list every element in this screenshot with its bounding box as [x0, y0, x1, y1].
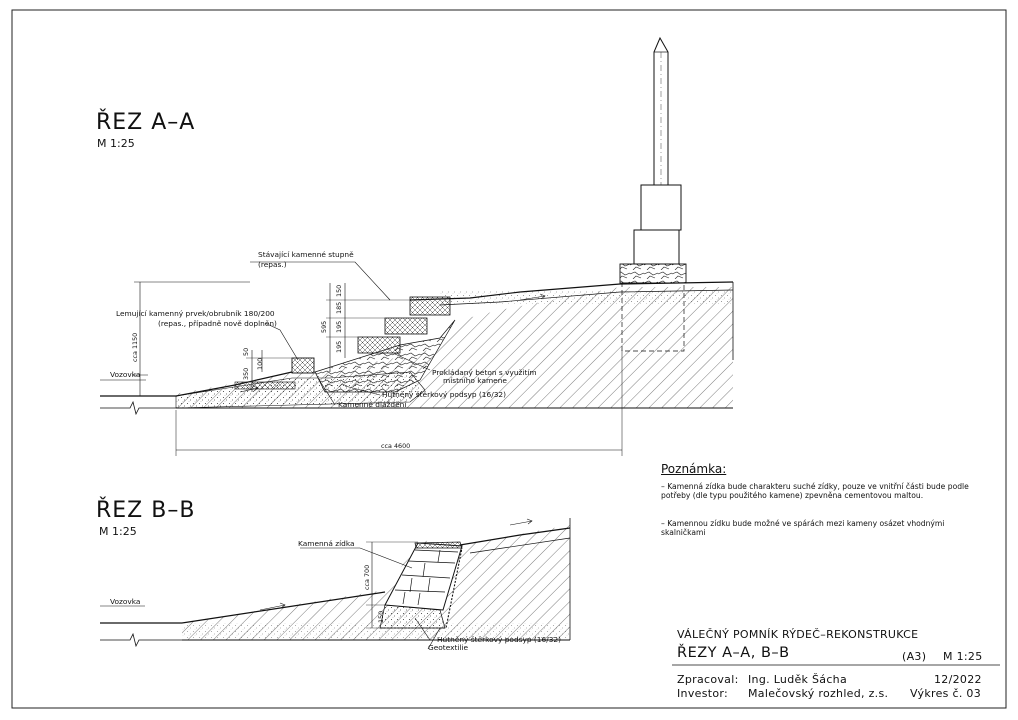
dim-height-total: cca 1150 — [131, 332, 139, 362]
label-geotextile: Geotextilie — [428, 643, 469, 652]
label-stone-wall: Kamenná zídka — [298, 539, 355, 548]
note-item-2: – Kamennou zídku bude možné ve spárách m… — [661, 519, 945, 537]
dim-height-bb: cca 700 — [363, 564, 371, 590]
edge-stone — [291, 357, 315, 374]
dim-195a: 195 — [335, 320, 343, 333]
sheet-border — [11, 9, 1007, 709]
drawn-by: Ing. Luděk Šácha — [748, 673, 847, 686]
section-aa-title: ŘEZ A–A — [96, 110, 196, 135]
road-surface — [100, 371, 293, 397]
dim-100: 100 — [256, 357, 264, 370]
label-mass-concrete: Prokládaný beton s využitím — [432, 368, 537, 377]
section-aa-drawing — [100, 36, 734, 456]
dim-length-total: cca 4600 — [381, 442, 411, 450]
upper-surface-bb — [459, 527, 571, 546]
investor-label: Investor: — [677, 687, 729, 700]
label-mass-concrete-2: místního kamene — [443, 376, 507, 385]
drawing-date: 12/2022 — [934, 673, 982, 686]
dim-50: 50 — [242, 347, 250, 356]
label-gravel-bed-bb: Hutněný štěrkový podsyp (16/32) — [437, 635, 561, 644]
break-line-left — [100, 400, 176, 416]
sheet-format: (A3) — [902, 650, 927, 663]
label-edge-stone: Lemující kamenný prvek/obrubník 180/200 — [116, 309, 275, 318]
dim-150: 150 — [335, 284, 343, 297]
label-gravel-bed-aa: Hutněný štěrkový podsyp (16/32) — [382, 390, 506, 399]
label-existing-steps: Stávající kamenné stupně — [258, 250, 354, 259]
label-road-bb: Vozovka — [110, 597, 141, 606]
dim-350: 350 — [242, 367, 250, 380]
dim-185: 185 — [335, 301, 343, 314]
step-1 — [409, 296, 451, 316]
note-item-1: – Kamenná zídka bude charakteru suché zí… — [661, 482, 969, 500]
mass-concrete — [314, 319, 456, 393]
stone-paving — [234, 381, 296, 390]
section-bb-scale: M 1:25 — [99, 525, 137, 538]
section-aa-scale: M 1:25 — [97, 137, 135, 150]
label-road-aa: Vozovka — [110, 370, 141, 379]
investor: Malečovský rozhled, z.s. — [748, 687, 889, 700]
note-title: Poznámka: — [661, 462, 727, 476]
section-bb-drawing — [100, 518, 571, 650]
dim-base-bb: 150 — [377, 610, 385, 623]
drawn-by-label: Zpracoval: — [677, 673, 739, 686]
drawing-title: ŘEZY A–A, B–B — [677, 645, 790, 661]
label-existing-steps-note: (repas.) — [258, 260, 287, 269]
dim-195b: 195 — [335, 340, 343, 353]
sheet-number: Výkres č. 03 — [910, 687, 982, 700]
drawing-scale: M 1:25 — [943, 650, 983, 663]
project-title: VÁLEČNÝ POMNÍK RÝDEČ–REKONSTRUKCE — [677, 628, 919, 641]
dim-595: 595 — [320, 320, 328, 333]
step-2 — [384, 317, 428, 335]
step-3 — [357, 336, 401, 354]
section-bb-title: ŘEZ B–B — [96, 498, 196, 523]
upper-gravel — [440, 290, 733, 304]
label-edge-stone-note: (repas., případně nově doplněn) — [158, 319, 277, 328]
terrain-hatch-bb — [182, 525, 570, 640]
label-stone-paving: Kamenné dláždění — [338, 400, 407, 409]
monument — [619, 36, 687, 352]
